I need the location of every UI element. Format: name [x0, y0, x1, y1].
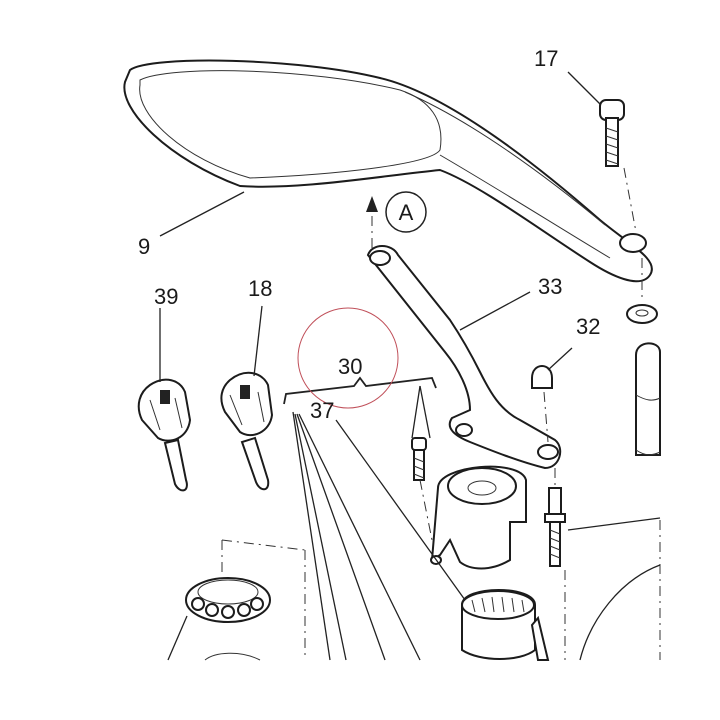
lock-housing	[430, 465, 527, 570]
view-a-label: A	[399, 200, 414, 225]
part-number-39: 39	[154, 284, 178, 309]
part-number-9: 9	[138, 234, 150, 259]
part-number-37: 37	[310, 398, 334, 423]
spacer-tube	[635, 342, 661, 456]
bracket-arm-33	[366, 245, 562, 470]
mirror-part	[123, 59, 653, 283]
bearing-ring	[185, 577, 271, 623]
highlight-circle	[297, 307, 399, 409]
part-number-33: 33	[538, 274, 562, 299]
small-screw	[411, 437, 427, 481]
bearing-cup	[461, 589, 550, 661]
part-number-32: 32	[576, 314, 600, 339]
key-39	[137, 378, 192, 492]
part-number-17: 17	[534, 46, 558, 71]
key-18	[220, 371, 274, 491]
view-a-marker: A	[385, 191, 427, 233]
cap-nut-32	[531, 365, 553, 389]
washer	[626, 304, 658, 324]
part-number-18: 18	[248, 276, 272, 301]
screw-17	[599, 99, 625, 167]
part-number-30: 30	[338, 354, 362, 379]
bolt-right	[544, 487, 566, 567]
